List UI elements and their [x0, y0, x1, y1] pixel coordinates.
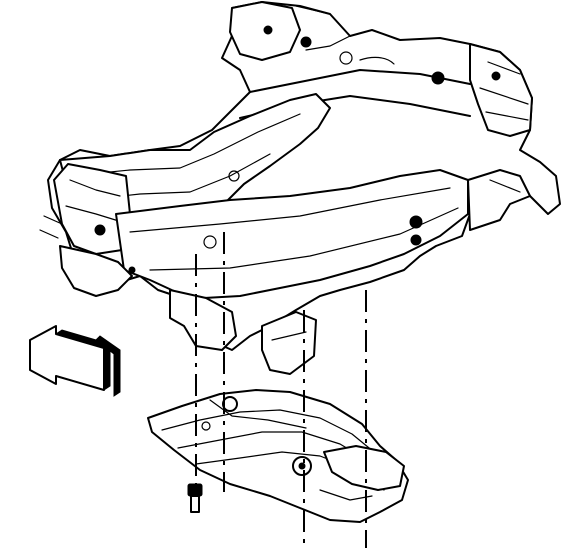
front-direction-arrow	[29, 325, 121, 397]
underbody-shield-plate	[147, 389, 409, 523]
frame-crossmember	[39, 1, 561, 375]
fastener-alignment-lines	[195, 232, 367, 548]
mounting-bolt	[187, 483, 203, 513]
